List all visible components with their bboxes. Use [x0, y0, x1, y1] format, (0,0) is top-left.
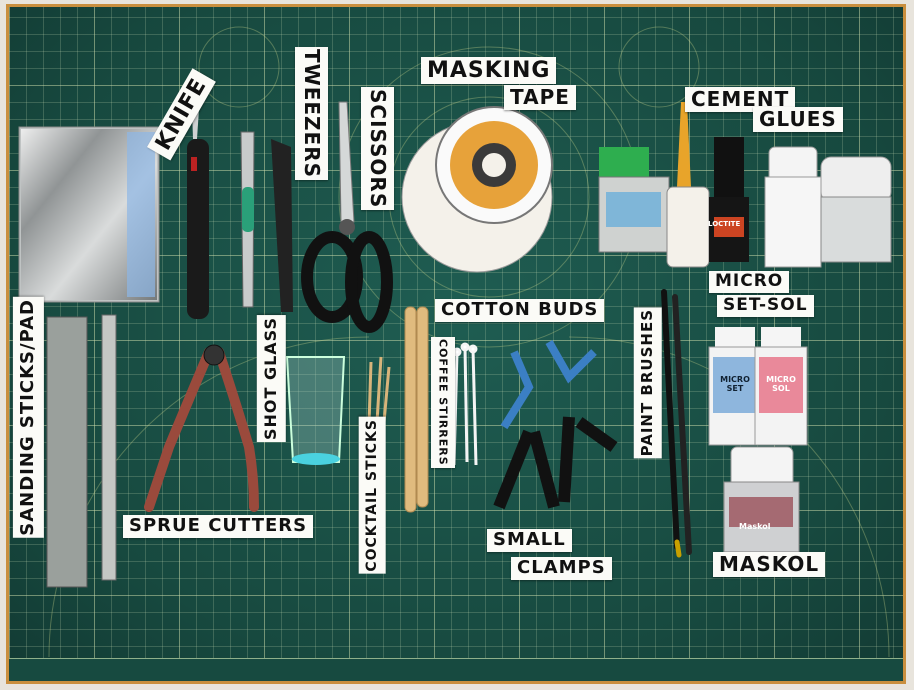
micro-sol-bottle-label: MICRO SOL [766, 375, 796, 393]
label-maskol: Maskol [713, 552, 826, 577]
label-shot-glass: Shot Glass [257, 315, 286, 443]
craft-knife [187, 109, 209, 319]
maskol-bottle [723, 446, 800, 553]
mat-ruler [9, 658, 903, 681]
sanding-stick [101, 314, 117, 581]
paint-brushes [661, 289, 692, 558]
glue-bottles [598, 102, 892, 268]
small-clamps [493, 340, 618, 510]
label-paint-brushes: Paint Brushes [634, 307, 662, 459]
scissors [301, 101, 393, 333]
sanding-stick [46, 316, 88, 588]
cutting-mat: LOCTITE MICRO SET MICRO SOL Maskol Knife… [6, 4, 906, 684]
micro-set-bottle-label: MICRO SET [720, 375, 750, 393]
label-small-clamps-line1: Small [487, 529, 572, 552]
label-coffee-stirrers: Coffee Stirrers [431, 337, 455, 468]
label-sanding-sticks: Sanding Sticks/Pad [13, 297, 44, 538]
label-sprue-cutters: Sprue Cutters [123, 515, 314, 538]
label-cement-line2: Glues [753, 107, 843, 132]
label-cocktail-sticks: Cocktail Sticks [359, 417, 386, 574]
micro-set-sol-bottles [708, 327, 808, 446]
label-scissors: Scissors [361, 87, 394, 211]
maskol-bottle-label: Maskol [739, 522, 771, 531]
sprue-cutters [144, 344, 259, 512]
shot-glass [285, 356, 346, 465]
loctite-label: LOCTITE [708, 220, 741, 228]
label-masking-tape-line2: Tape [504, 85, 576, 110]
label-micro-set-sol-line1: Micro [709, 271, 790, 293]
sanding-pad [18, 126, 160, 303]
label-cotton-buds: Cotton Buds [435, 299, 605, 322]
coffee-stirrers [404, 306, 429, 513]
masking-tape [401, 106, 553, 273]
cotton-buds [452, 342, 478, 466]
tweezers [240, 131, 293, 312]
label-tweezers: Tweezers [295, 47, 328, 180]
tools-illustration [18, 26, 892, 658]
label-masking-tape-line1: Masking [421, 57, 557, 85]
label-micro-set-sol-line2: Set-Sol [717, 295, 814, 317]
label-small-clamps-line2: Clamps [511, 557, 612, 580]
